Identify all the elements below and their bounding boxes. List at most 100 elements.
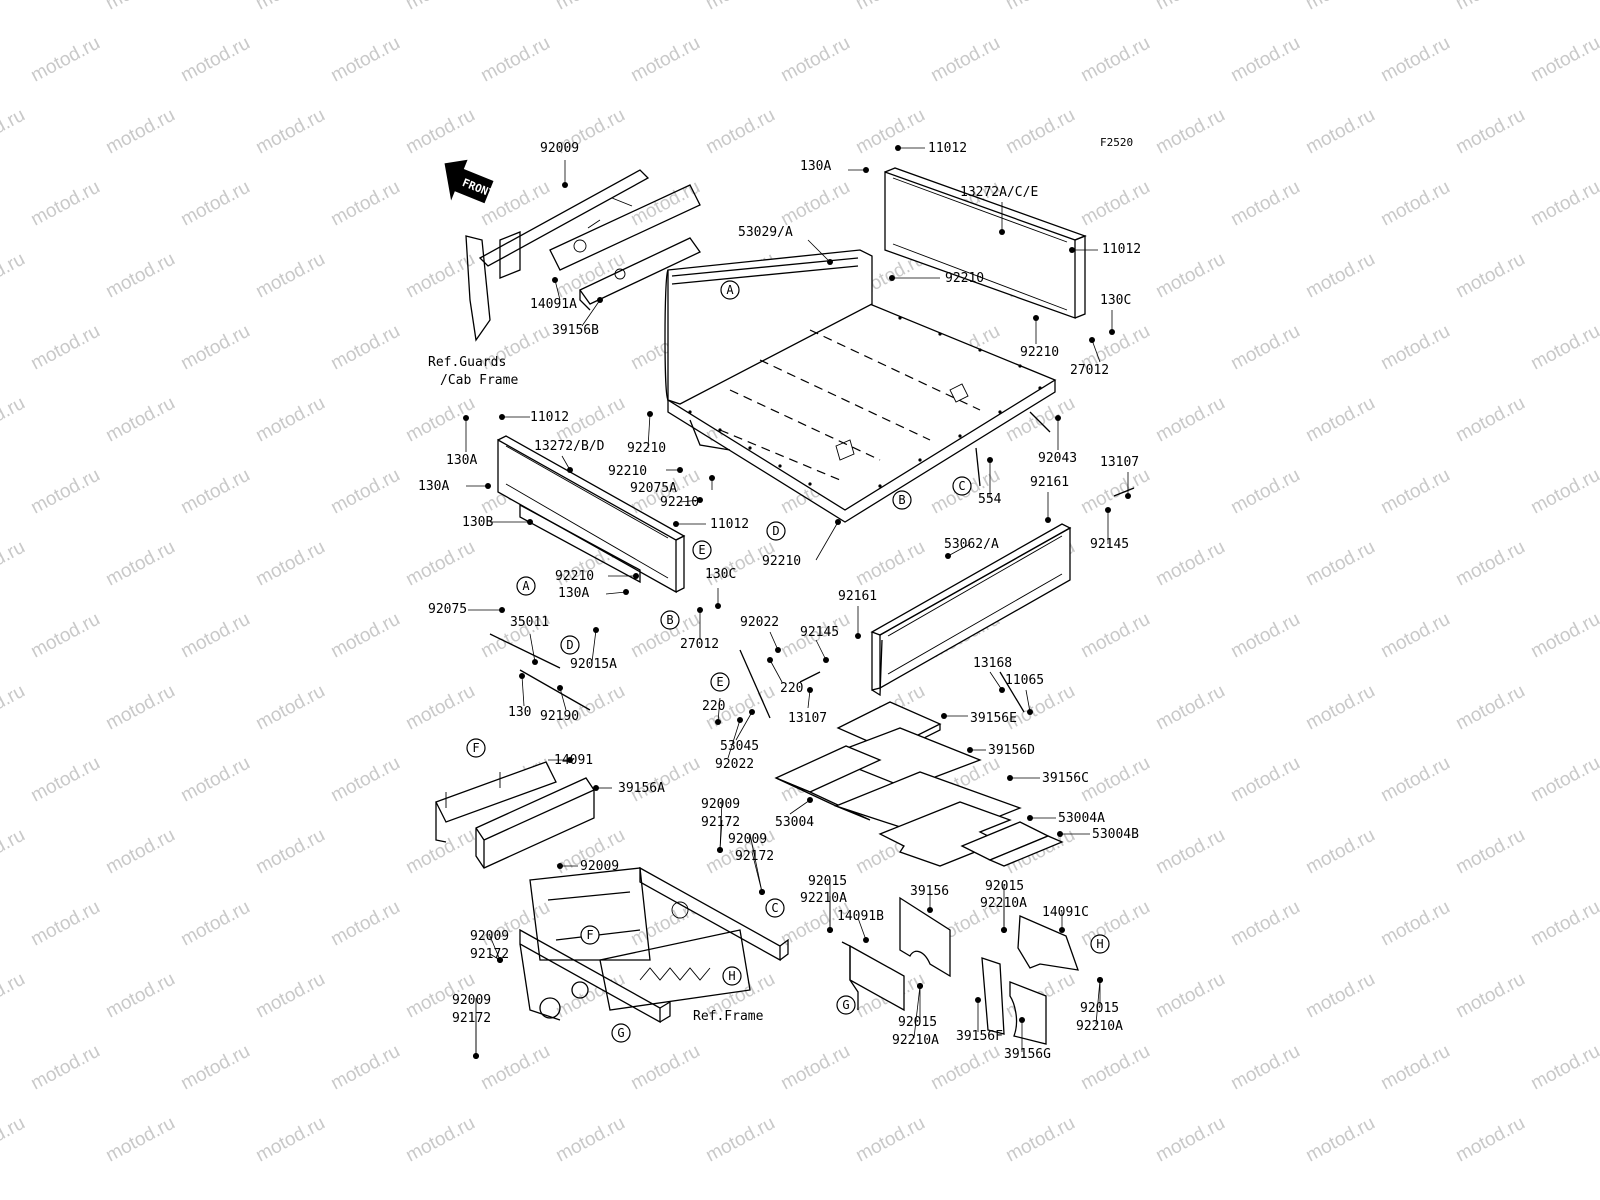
watermark-text: motod.ru <box>1452 537 1528 591</box>
callout-dot <box>999 687 1005 693</box>
callout-dot <box>1105 507 1111 513</box>
watermark-text: motod.ru <box>177 753 253 807</box>
part-number-label: 92015 <box>1080 1001 1119 1016</box>
part-number-label: 92210A <box>1076 1019 1123 1034</box>
part-number-label: 11065 <box>1005 673 1044 688</box>
leader-line <box>521 675 525 707</box>
callout-dot <box>827 259 833 265</box>
part-number-label: 92015 <box>898 1015 937 1030</box>
callout-dot <box>1027 815 1033 821</box>
mat-39156D <box>824 727 982 789</box>
part-number-label: 130A <box>800 159 831 174</box>
watermark-text: motod.ru <box>852 0 928 14</box>
callout-dot <box>715 719 721 725</box>
callout-dot <box>1045 517 1051 523</box>
part-number-label: 14091 <box>554 753 593 768</box>
watermark-text: motod.ru <box>627 177 703 231</box>
watermark-text: motod.ru <box>327 321 403 375</box>
leader-line <box>913 985 921 1039</box>
part-number-label: 92210 <box>762 554 801 569</box>
watermark-text: motod.ru <box>0 249 29 303</box>
callout-dot <box>941 713 947 719</box>
watermark-text: motod.ru <box>102 1113 178 1167</box>
circle-marker-ring <box>710 672 730 692</box>
callout-dot <box>519 673 525 679</box>
watermark-text: motod.ru <box>27 609 103 663</box>
callout-dot <box>945 553 951 559</box>
callout-dot <box>1007 775 1013 781</box>
leader-line <box>769 659 783 683</box>
callout-dot <box>999 229 1005 235</box>
circle-marker-ring <box>722 966 742 986</box>
callout-dot <box>807 687 813 693</box>
watermark-text: motod.ru <box>177 1041 253 1095</box>
watermark-text: motod.ru <box>252 537 328 591</box>
watermark-text: motod.ru <box>1527 177 1600 231</box>
part-number-label: 92210 <box>660 495 699 510</box>
leader-line <box>815 521 839 561</box>
part-number-label: 92009 <box>452 993 491 1008</box>
part-number-label: 130C <box>1100 293 1131 308</box>
watermark-text: motod.ru <box>102 105 178 159</box>
watermark-text: motod.ru <box>1152 105 1228 159</box>
callout-dot <box>1019 1017 1025 1023</box>
watermark-text: motod.ru <box>1377 33 1453 87</box>
part-number-label: 220 <box>780 681 803 696</box>
watermark-text: motod.ru <box>402 537 478 591</box>
callout-dot <box>562 182 568 188</box>
watermark-text: motod.ru <box>627 753 703 807</box>
circle-marker-ring <box>516 576 536 596</box>
front-bracket-14091A <box>465 169 701 342</box>
circle-marker-ring <box>466 738 486 758</box>
leader-line <box>719 819 723 851</box>
part-number-label: 92210A <box>892 1033 939 1048</box>
watermark-text: motod.ru <box>627 33 703 87</box>
leader-line <box>605 591 627 595</box>
callout-dot <box>987 457 993 463</box>
circle-marker-letter: H <box>1096 937 1103 951</box>
watermark-text: motod.ru <box>1152 249 1228 303</box>
watermark-text: motod.ru <box>1527 609 1600 663</box>
part-number-label: 53029/A <box>738 225 793 240</box>
circle-marker: G <box>836 995 856 1015</box>
circle-marker: E <box>710 672 730 692</box>
leader-line <box>1095 979 1101 1025</box>
watermark-text: motod.ru <box>102 537 178 591</box>
watermark-text: motod.ru <box>327 753 403 807</box>
leader-line <box>749 833 763 893</box>
circle-marker: A <box>720 280 740 300</box>
circle-marker-ring <box>560 635 580 655</box>
leader-line <box>559 687 567 711</box>
watermark-text: motod.ru <box>552 0 628 14</box>
watermark-text: motod.ru <box>477 1041 553 1095</box>
circle-marker-ring <box>720 280 740 300</box>
part-number-label: 92009 <box>701 797 740 812</box>
watermark-text: motod.ru <box>1002 1113 1078 1167</box>
callout-dot <box>863 937 869 943</box>
watermark-text: motod.ru <box>1377 753 1453 807</box>
part-number-label: 92172 <box>452 1011 491 1026</box>
watermark-text: motod.ru <box>27 753 103 807</box>
watermark-text: motod.ru <box>177 177 253 231</box>
callout-dots <box>463 145 1131 1059</box>
watermark-text: motod.ru <box>102 393 178 447</box>
watermark-text: motod.ru <box>702 105 778 159</box>
circle-marker: A <box>516 576 536 596</box>
callout-dot <box>1027 709 1033 715</box>
part-number-label: 11012 <box>710 517 749 532</box>
part-number-label: 13107 <box>1100 455 1139 470</box>
callout-dot <box>975 997 981 1003</box>
part-number-label: 92009 <box>470 929 509 944</box>
callout-dot <box>633 573 639 579</box>
figure-code: F2520 <box>1100 136 1133 149</box>
leader-line <box>727 719 741 759</box>
circle-marker-letter: E <box>698 543 705 557</box>
watermark-text: motod.ru <box>1527 33 1600 87</box>
leader-line <box>807 689 811 709</box>
leader-line <box>647 413 651 449</box>
watermark-text: motod.ru <box>27 321 103 375</box>
watermark-text: motod.ru <box>177 897 253 951</box>
watermark-text: motod.ru <box>27 897 103 951</box>
